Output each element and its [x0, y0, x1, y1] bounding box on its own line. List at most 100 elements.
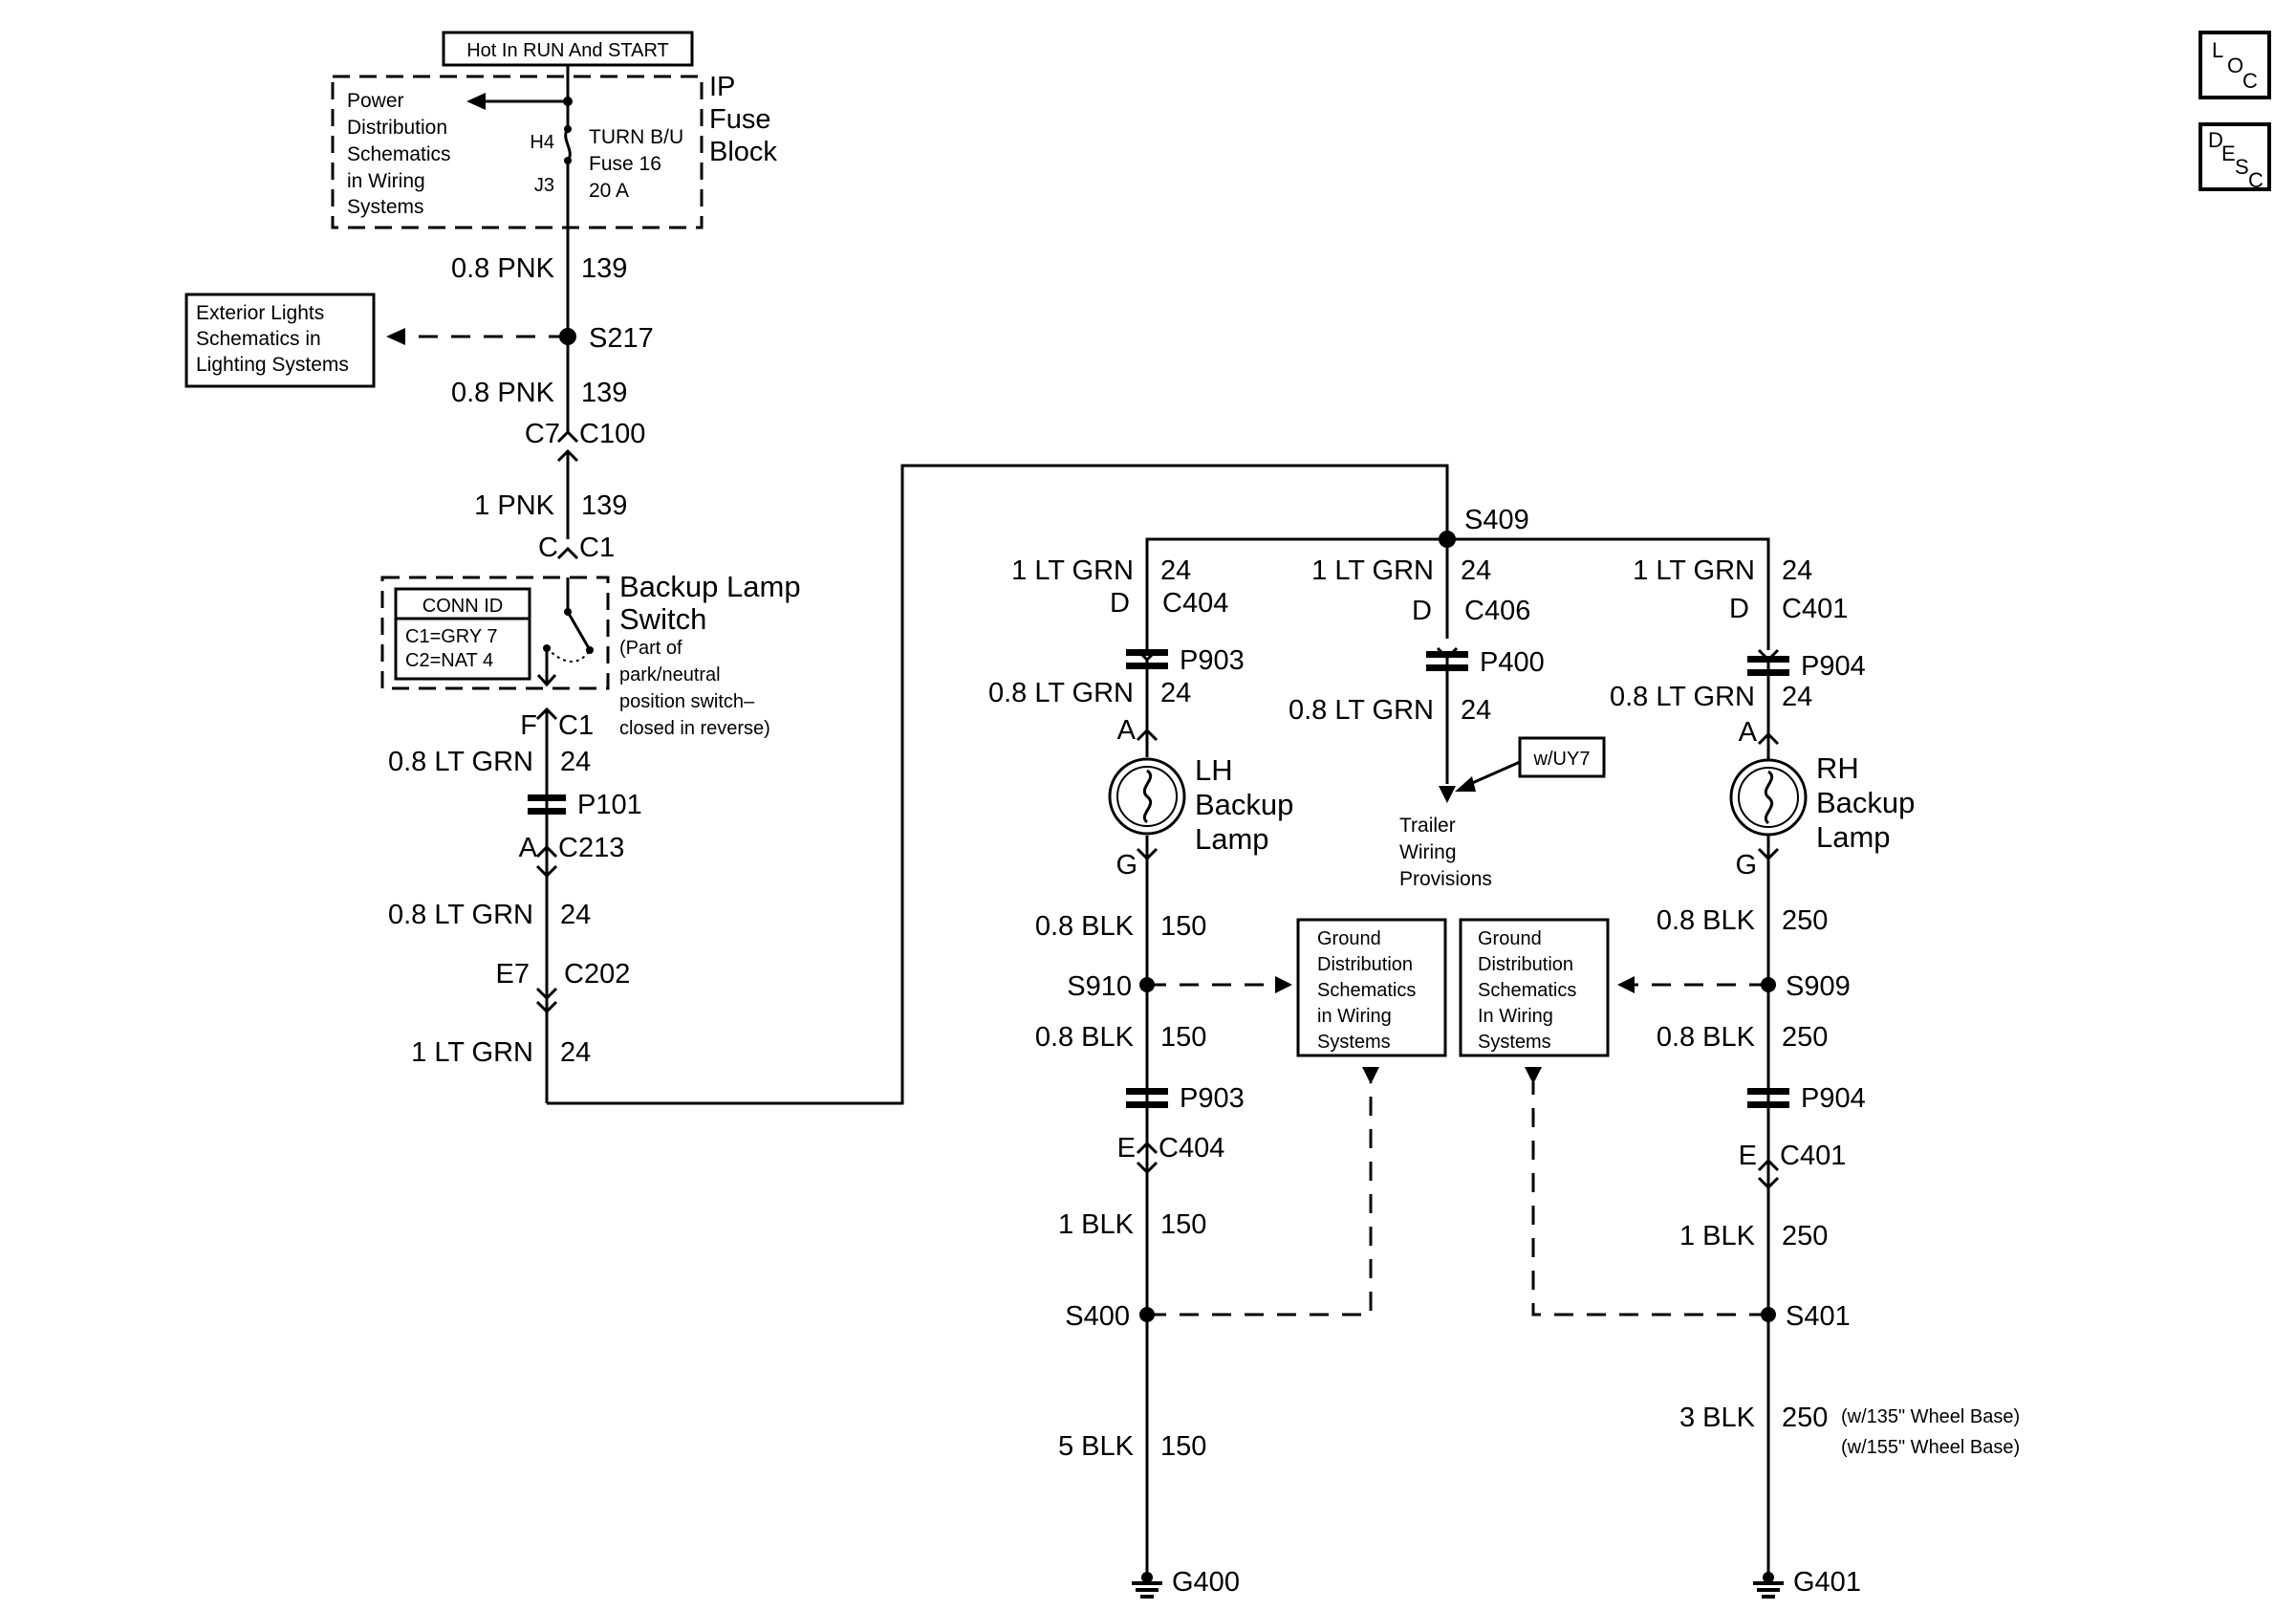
svg-text:S400: S400 — [1065, 1301, 1130, 1332]
feed-wire-to-s409 — [547, 464, 1449, 1105]
svg-text:1 BLK: 1 BLK — [1058, 1209, 1135, 1240]
svg-text:S409: S409 — [1464, 505, 1529, 535]
conn-id-box: CONN ID C1=GRY 7 C2=NAT 4 — [394, 587, 531, 681]
wire-circuit: 139 — [581, 253, 627, 284]
wire-circuit: 24 — [560, 900, 591, 930]
wire-gauge: 0.8 PNK — [451, 378, 555, 408]
connector-c1-bottom: F C1 — [520, 707, 594, 741]
svg-text:C202: C202 — [564, 959, 630, 990]
svg-text:S909: S909 — [1786, 971, 1851, 1002]
svg-text:Schematics: Schematics — [347, 143, 451, 165]
switch-contact-icon — [566, 611, 591, 649]
connector-c1-top: C C1 — [538, 533, 615, 563]
svg-text:in Wiring: in Wiring — [347, 170, 425, 192]
svg-text:S401: S401 — [1786, 1301, 1851, 1332]
svg-text:Exterior Lights: Exterior Lights — [196, 302, 324, 324]
option-w-uy7-box: w/UY7 — [1518, 736, 1606, 778]
wire-gauge: 1 LT GRN — [411, 1037, 533, 1068]
svg-text:E: E — [1117, 1133, 1136, 1164]
svg-text:A: A — [1739, 717, 1758, 748]
connector-c100: C7 C100 — [525, 419, 645, 463]
svg-text:P904: P904 — [1801, 651, 1866, 682]
svg-text:P101: P101 — [577, 790, 642, 820]
wire-circuit: 139 — [581, 490, 627, 521]
svg-text:w/UY7: w/UY7 — [1533, 749, 1591, 770]
svg-text:G400: G400 — [1172, 1567, 1240, 1598]
svg-text:Block: Block — [709, 137, 777, 167]
fuse-icon — [564, 128, 572, 162]
svg-text:A: A — [519, 833, 538, 863]
svg-text:C401: C401 — [1780, 1141, 1846, 1171]
svg-text:150: 150 — [1160, 1022, 1206, 1053]
svg-text:C213: C213 — [558, 833, 624, 863]
svg-text:Systems: Systems — [347, 196, 424, 218]
ground-distribution-reference-right[interactable]: Ground Distribution Schematics In Wiring… — [1459, 918, 1610, 1057]
svg-text:C404: C404 — [1159, 1133, 1224, 1164]
ground-icon — [1753, 1572, 1784, 1599]
svg-text:in Wiring: in Wiring — [1317, 1006, 1392, 1027]
svg-text:P904: P904 — [1801, 1083, 1866, 1114]
loc-icon[interactable]: L O C — [2199, 31, 2271, 99]
svg-text:Systems: Systems — [1478, 1032, 1551, 1053]
connector-c202: E7 C202 — [496, 959, 630, 1014]
svg-text:0.8 BLK: 0.8 BLK — [1035, 911, 1135, 942]
svg-text:E: E — [1739, 1141, 1757, 1171]
pigtail-p101: P101 — [528, 790, 642, 820]
hot-in-run-start-label: Hot In RUN And START — [442, 31, 694, 67]
svg-text:24: 24 — [1461, 695, 1491, 726]
svg-text:P903: P903 — [1180, 1083, 1245, 1114]
svg-text:Power: Power — [347, 90, 404, 112]
pigtail-p904-bottom — [1747, 1088, 1789, 1095]
wire-circuit: 24 — [560, 1037, 591, 1068]
svg-text:C7: C7 — [525, 419, 560, 449]
svg-text:Distribution: Distribution — [1317, 954, 1413, 975]
wire-gauge: 0.8 PNK — [451, 253, 555, 284]
svg-text:D: D — [1412, 596, 1432, 626]
rh-branch: 1 LT GRN 24 D C401 P904 0.8 LT GRN 24 A … — [1525, 555, 2020, 1599]
lh-backup-lamp-icon — [1108, 757, 1186, 836]
left-arrow-icon — [386, 328, 405, 345]
ground-distribution-reference-left[interactable]: Ground Distribution Schematics in Wiring… — [1296, 918, 1447, 1057]
svg-text:0.8 LT GRN: 0.8 LT GRN — [1289, 695, 1434, 726]
option-arrow-icon — [1455, 776, 1476, 792]
svg-text:RH: RH — [1816, 751, 1859, 785]
power-distribution-reference[interactable]: Power Distribution Schematics in Wiring … — [347, 90, 451, 218]
desc-icon[interactable]: D E S C — [2199, 122, 2271, 192]
pigtail-p903-bottom — [1126, 1088, 1168, 1095]
svg-text:C404: C404 — [1162, 588, 1228, 619]
svg-text:24: 24 — [1160, 555, 1191, 586]
fuse-label: TURN B/U — [589, 126, 683, 148]
ip-fuse-block: IP Fuse Block Power Distribution Schemat… — [331, 65, 777, 229]
svg-text:Schematics: Schematics — [1317, 980, 1416, 1001]
rh-backup-lamp-icon — [1729, 758, 1808, 837]
svg-text:P903: P903 — [1180, 645, 1245, 676]
svg-text:C1=GRY 7: C1=GRY 7 — [405, 626, 498, 647]
svg-text:0.8 LT GRN: 0.8 LT GRN — [1610, 682, 1755, 712]
backup-lamp-switch: Backup Lamp Switch (Part of park/neutral… — [380, 570, 801, 739]
svg-text:24: 24 — [1782, 555, 1812, 586]
svg-text:C1: C1 — [558, 710, 594, 741]
svg-text:park/neutral: park/neutral — [619, 664, 721, 685]
svg-text:Distribution: Distribution — [1478, 954, 1573, 975]
svg-text:S217: S217 — [589, 323, 654, 354]
svg-text:Wiring: Wiring — [1399, 841, 1457, 863]
svg-text:24: 24 — [1782, 682, 1812, 712]
svg-text:24: 24 — [1160, 678, 1191, 708]
fuse-block-name: IP — [709, 72, 735, 102]
svg-text:P400: P400 — [1480, 647, 1545, 678]
pigtail-p903-top — [1126, 649, 1168, 656]
ground-icon — [1132, 1572, 1162, 1599]
svg-text:C406: C406 — [1464, 596, 1530, 626]
svg-text:LH: LH — [1195, 753, 1233, 787]
svg-text:F: F — [520, 710, 537, 741]
exterior-lights-reference[interactable]: Exterior Lights Schematics in Lighting S… — [184, 293, 376, 388]
svg-text:G: G — [1116, 850, 1137, 881]
switch-name: Backup Lamp — [619, 570, 801, 603]
svg-text:C100: C100 — [579, 419, 645, 449]
wheelbase-note: (w/155" Wheel Base) — [1841, 1437, 2020, 1458]
svg-text:C1: C1 — [579, 533, 615, 563]
down-arrow-icon — [1439, 786, 1456, 803]
svg-text:Hot In RUN And START: Hot In RUN And START — [466, 40, 669, 61]
svg-text:Schematics: Schematics — [1478, 980, 1576, 1001]
